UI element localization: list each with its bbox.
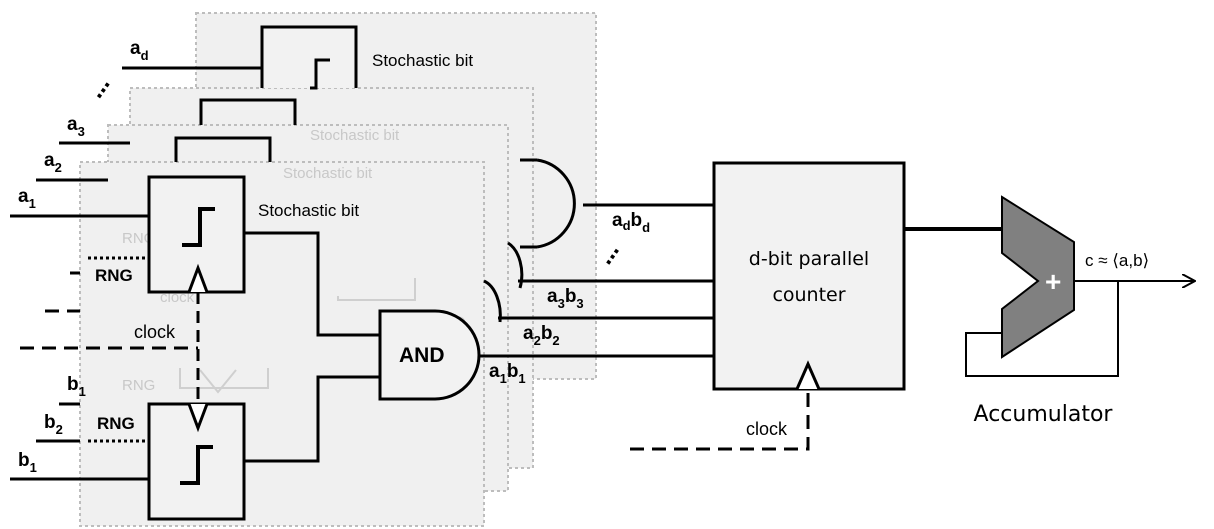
counter-clock-triangle xyxy=(795,360,821,390)
product-d-label: adbd xyxy=(612,210,650,235)
counter-label-line2: counter xyxy=(772,284,845,306)
front-stochastic-bit-b xyxy=(147,402,246,521)
block-d-outline xyxy=(260,25,358,88)
stochastic-bit-label-1: Stochastic bit xyxy=(258,201,359,220)
faded-stochastic-bit-2: Stochastic bit xyxy=(283,165,373,182)
clock-triangle-b xyxy=(187,403,209,433)
input-labels-b: b1 b2 b1 xyxy=(18,374,86,475)
input-b-rear-label: b1 xyxy=(67,374,86,399)
bit-b-to-and-wire xyxy=(244,375,380,463)
and-gate-label: AND xyxy=(399,344,445,367)
front-and-gate: AND xyxy=(378,309,481,401)
faded-stochastic-bit-3: Stochastic bit xyxy=(310,127,400,144)
rng-b-label: RNG xyxy=(97,414,135,433)
counter-clock-line xyxy=(630,390,810,451)
step-function-icon-b xyxy=(180,445,213,485)
faded-rng-label-2: RNG xyxy=(122,377,155,394)
input-a-d-label: ad xyxy=(130,38,149,63)
front-stochastic-bit-a xyxy=(147,175,246,294)
rng-clock-lines xyxy=(20,256,810,451)
parallel-counter-box xyxy=(712,161,906,391)
and-gate-d xyxy=(536,158,576,249)
rear-blocks xyxy=(36,25,358,182)
faded-box-lines xyxy=(179,278,416,394)
output-label: c ≈ ⟨a,b⟩ xyxy=(1085,251,1149,270)
block-2-outline xyxy=(174,136,272,162)
product-2-label: a2b2 xyxy=(523,323,560,348)
counter-clock-label: clock xyxy=(746,419,788,439)
input-b-2-label: b2 xyxy=(44,412,63,437)
and-gate-2 xyxy=(483,279,502,323)
input-a-1-label: a1 xyxy=(18,186,36,211)
rng-a-label: RNG xyxy=(95,266,133,285)
input-a-3-label: a3 xyxy=(67,114,85,139)
accumulator-feedback-loop xyxy=(965,281,1119,377)
product-1-label: a1b1 xyxy=(489,361,526,386)
counter-label-line1: d-bit parallel xyxy=(749,248,869,270)
clock-triangle-a xyxy=(187,263,209,293)
accumulator-shape xyxy=(1001,195,1075,359)
accumulator-label: Accumulator xyxy=(974,402,1114,427)
and-gate-3 xyxy=(507,241,524,289)
product-3-label: a3b3 xyxy=(547,286,584,311)
block-3-outline xyxy=(199,98,297,125)
faded-rng-label: RNG xyxy=(122,230,155,247)
and-gate-1 xyxy=(378,309,481,401)
clock-label: clock xyxy=(134,322,176,342)
plus-icon: + xyxy=(1045,266,1061,297)
product-ellipsis: … xyxy=(593,239,624,269)
accumulator: + c ≈ ⟨a,b⟩ Accumulator xyxy=(965,195,1194,427)
parallel-counter: d-bit parallel counter clock xyxy=(712,161,906,439)
front-wires xyxy=(10,203,714,481)
input-b-1-label: b1 xyxy=(18,450,37,475)
a-inputs-ellipsis: … xyxy=(84,72,115,102)
step-function-icon xyxy=(182,207,215,247)
input-a-2-label: a2 xyxy=(44,150,62,175)
stochastic-bit-label-d: Stochastic bit xyxy=(372,51,473,70)
bit-a-to-and-wire xyxy=(244,231,380,337)
rear-and-gates xyxy=(483,158,576,323)
block-d-step xyxy=(310,58,330,90)
